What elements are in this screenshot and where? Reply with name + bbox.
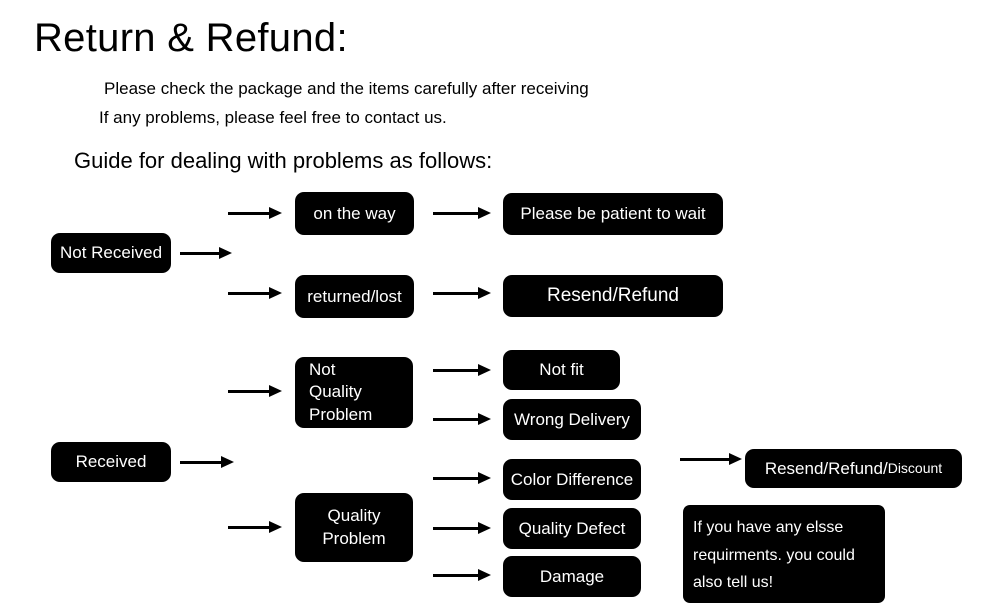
node-quality-defect: Quality Defect	[503, 508, 641, 549]
note-line-2: requirments. you could	[693, 546, 855, 564]
node-not-quality-problem: Not Quality Problem	[295, 357, 413, 428]
node-damage: Damage	[503, 556, 641, 597]
node-on-the-way: on the way	[295, 192, 414, 235]
node-not-received: Not Received	[51, 233, 171, 273]
intro-line-1: Please check the package and the items c…	[104, 79, 589, 98]
intro-line-2: If any problems, please feel free to con…	[99, 108, 447, 127]
node-resend-refund-discount-small: Discount	[887, 459, 943, 476]
arrow-to-quality-defect	[433, 521, 491, 535]
node-color-difference: Color Difference	[503, 459, 641, 500]
arrow-to-resend-refund	[433, 286, 491, 300]
node-resend-refund: Resend/Refund	[503, 275, 723, 317]
node-quality-problem: Quality Problem	[295, 493, 413, 562]
node-returned-lost: returned/lost	[295, 275, 414, 318]
arrow-to-returned-lost	[228, 286, 282, 300]
arrow-to-not-fit	[433, 363, 491, 377]
node-not-fit: Not fit	[503, 350, 620, 390]
arrow-to-resend-refund-discount	[680, 452, 742, 466]
note-line-3: also tell us!	[693, 574, 774, 592]
node-not-quality-problem-line-3: Problem	[309, 404, 373, 424]
arrow-to-on-the-way	[228, 206, 282, 220]
node-resend-refund-discount-main: Resend/Refund/	[764, 458, 888, 478]
node-please-be-patient-to-wait: Please be patient to wait	[503, 193, 723, 235]
arrow-to-color-difference	[433, 471, 491, 485]
arrow-to-damage	[433, 568, 491, 582]
arrow-to-not-quality-problem	[228, 384, 282, 398]
node-received: Received	[51, 442, 171, 482]
node-not-quality-problem-line-2: Quality	[309, 382, 362, 402]
arrow-received-to-split	[180, 455, 234, 469]
guide-heading: Guide for dealing with problems as follo…	[74, 148, 493, 173]
arrow-to-wrong-delivery	[433, 412, 491, 426]
note-line-1: If you have any elsse	[693, 519, 844, 536]
node-extra-requirements-note: If you have any elsse requirments. you c…	[683, 505, 885, 603]
arrow-to-please-be-patient	[433, 206, 491, 220]
node-resend-refund-discount: Resend/Refund/Discount	[745, 449, 962, 488]
node-quality-problem-line-1: Quality	[327, 506, 381, 526]
node-quality-problem-line-2: Problem	[322, 528, 386, 548]
node-wrong-delivery: Wrong Delivery	[503, 399, 641, 440]
page-title: Return & Refund:	[34, 16, 348, 60]
arrow-not-received-to-split	[180, 246, 232, 260]
arrow-to-quality-problem	[228, 520, 282, 534]
node-not-quality-problem-line-1: Not	[309, 360, 336, 380]
